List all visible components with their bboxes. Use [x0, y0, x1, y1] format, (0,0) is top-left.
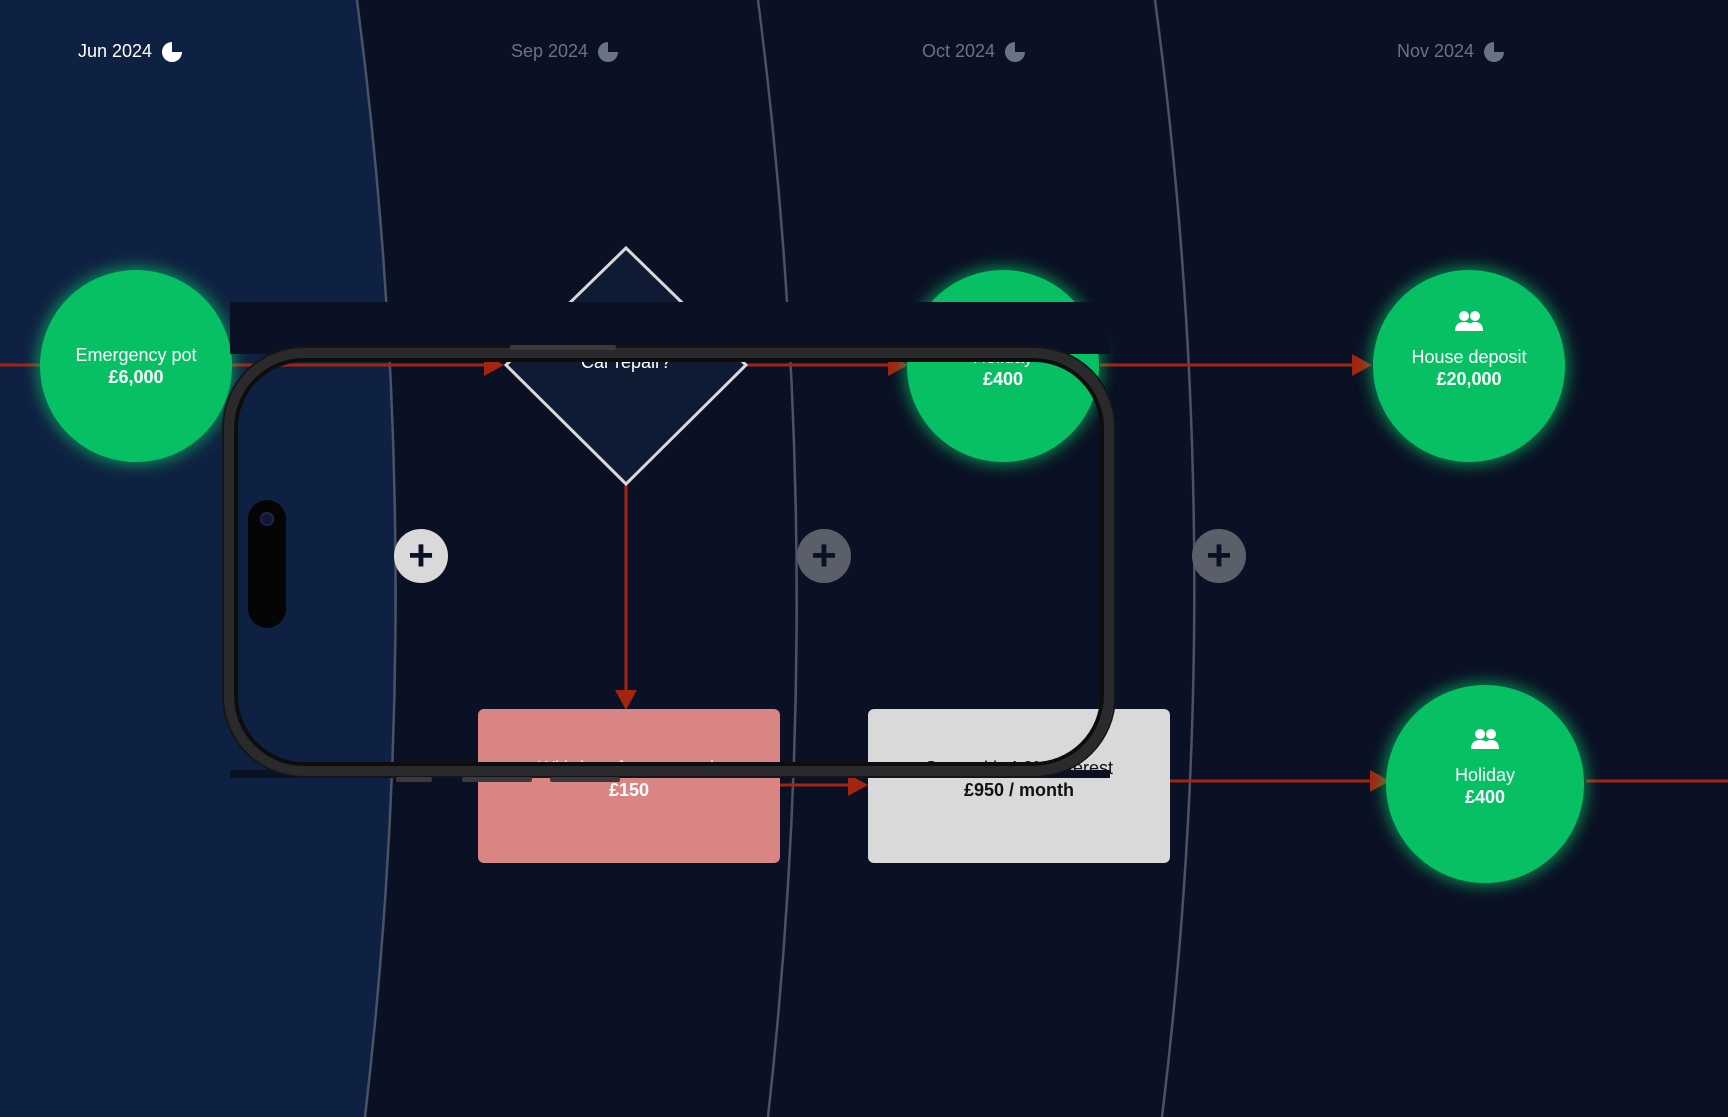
pie-chart-icon[interactable] — [1484, 41, 1505, 62]
add-step-button-2[interactable]: + — [797, 529, 851, 583]
goal-title: Emergency pot — [75, 345, 197, 365]
month-label-oct-2024[interactable]: Oct 2024 — [922, 41, 1026, 62]
arrow-save — [848, 774, 868, 796]
device-volume-down-button — [550, 777, 620, 782]
month-label-text: Nov 2024 — [1397, 41, 1475, 61]
goal-amount: £400 — [1464, 787, 1506, 807]
device-action-button — [396, 777, 432, 782]
arrow-withdraw — [615, 690, 637, 710]
column-divider-2 — [756, 0, 798, 1117]
column-divider-3 — [1153, 0, 1196, 1117]
camera-icon — [260, 512, 274, 526]
month-label-text: Sep 2024 — [511, 41, 589, 61]
goal-amount: £20,000 — [1436, 369, 1502, 389]
add-step-button-1[interactable]: + — [394, 529, 448, 583]
connector-lines — [0, 363, 1728, 787]
add-step-button-3[interactable]: + — [1192, 529, 1246, 583]
month-label-jun-2024[interactable]: Jun 2024 — [78, 41, 183, 62]
device-power-button — [510, 345, 616, 350]
device-screen-edge — [234, 358, 1104, 766]
month-label-nov-2024[interactable]: Nov 2024 — [1397, 41, 1505, 62]
goal-amount: £400 — [982, 369, 1024, 389]
goal-node-house-deposit[interactable]: House deposit £20,000 — [1373, 270, 1565, 462]
arrow-holiday-bottom — [1370, 770, 1390, 792]
goal-title: Holiday — [1454, 765, 1516, 785]
month-label-text: Oct 2024 — [922, 41, 996, 61]
goal-amount: £6,000 — [108, 367, 164, 387]
goal-node-holiday-nov[interactable]: Holiday £400 — [1386, 685, 1584, 883]
device-frame — [224, 348, 1114, 776]
goal-title: House deposit — [1411, 347, 1527, 367]
device-top-mask — [230, 302, 1110, 354]
people-icon — [1471, 729, 1499, 749]
device-volume-up-button — [462, 777, 532, 782]
card-amount: £950 / month — [963, 780, 1075, 800]
people-icon — [1455, 311, 1483, 331]
month-label-sep-2024[interactable]: Sep 2024 — [511, 41, 619, 62]
month-label-text: Jun 2024 — [78, 41, 153, 61]
card-amount: £150 — [608, 780, 650, 800]
goal-node-emergency-pot[interactable]: Emergency pot £6,000 — [40, 270, 232, 462]
arrow-house — [1352, 354, 1372, 376]
pie-chart-icon[interactable] — [162, 41, 183, 62]
pie-chart-icon[interactable] — [1005, 41, 1026, 62]
pie-chart-icon[interactable] — [598, 41, 619, 62]
